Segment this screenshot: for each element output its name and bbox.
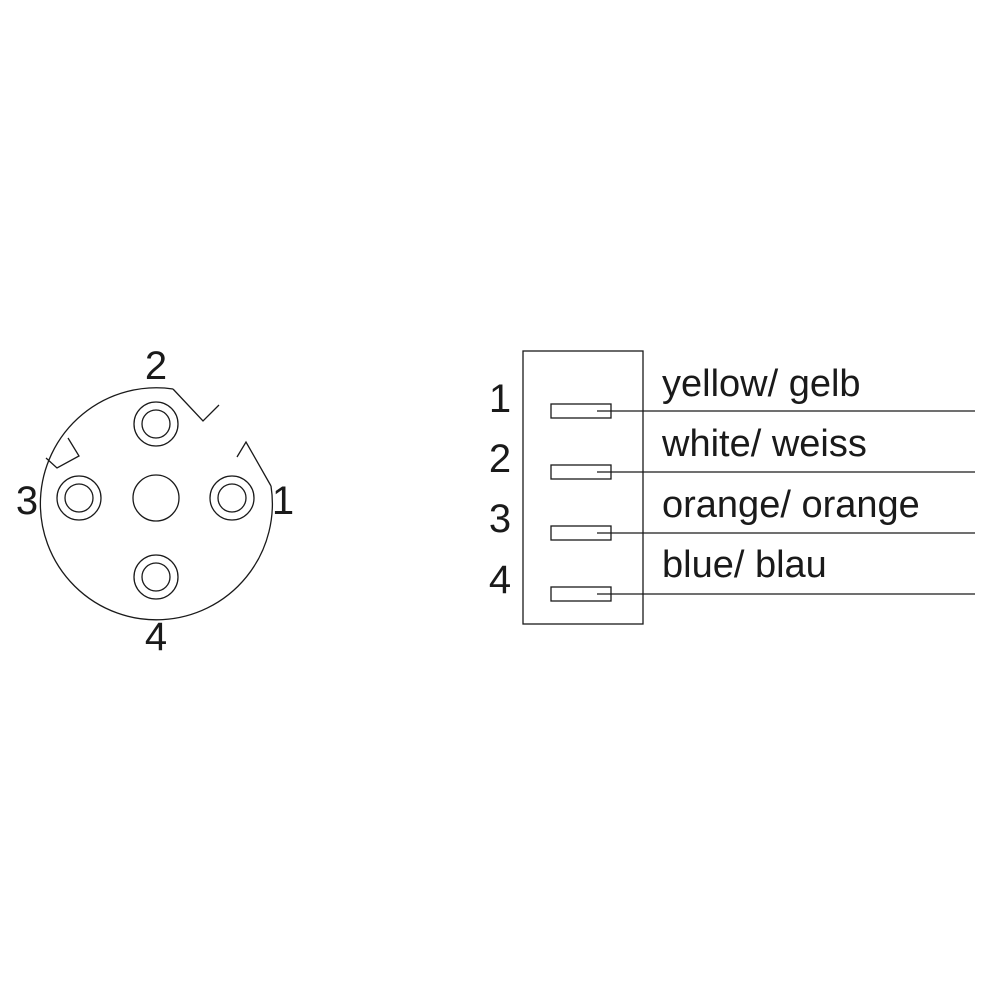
pin-number: 1	[489, 377, 511, 421]
pin-number: 2	[489, 437, 511, 481]
pinout-row-1: 1 yellow/ gelb	[489, 363, 975, 421]
terminal-housing	[522, 350, 644, 625]
center-hole	[132, 474, 180, 522]
coding-notch-left	[45, 437, 80, 469]
wire-color-label: white/ weiss	[661, 423, 867, 465]
wire-color-label: yellow/ gelb	[662, 363, 861, 405]
face-label-4: 4	[145, 615, 167, 659]
pinout-table: 1 yellow/ gelb 2 white/ weiss 3 orange/ …	[489, 350, 975, 625]
face-label-3: 3	[16, 479, 38, 523]
wire-color-label: blue/ blau	[662, 544, 827, 586]
coding-notch-top	[172, 388, 220, 422]
coding-notch-right	[236, 440, 272, 487]
pin-number: 4	[489, 558, 511, 602]
face-label-1: 1	[272, 479, 294, 523]
pin-number: 3	[489, 497, 511, 541]
pin-1-contact	[209, 475, 255, 521]
pin-3-contact	[56, 475, 102, 521]
pinout-row-4: 4 blue/ blau	[489, 544, 975, 602]
face-label-2: 2	[145, 344, 167, 388]
pin-2-contact	[133, 401, 179, 447]
connector-outline	[39, 387, 274, 621]
pinout-row-3: 3 orange/ orange	[489, 484, 975, 541]
connector-face: 2 3 1 4	[16, 344, 294, 659]
wire-color-label: orange/ orange	[662, 484, 920, 526]
pinout-row-2: 2 white/ weiss	[489, 423, 975, 481]
pin-4-contact	[133, 554, 179, 600]
